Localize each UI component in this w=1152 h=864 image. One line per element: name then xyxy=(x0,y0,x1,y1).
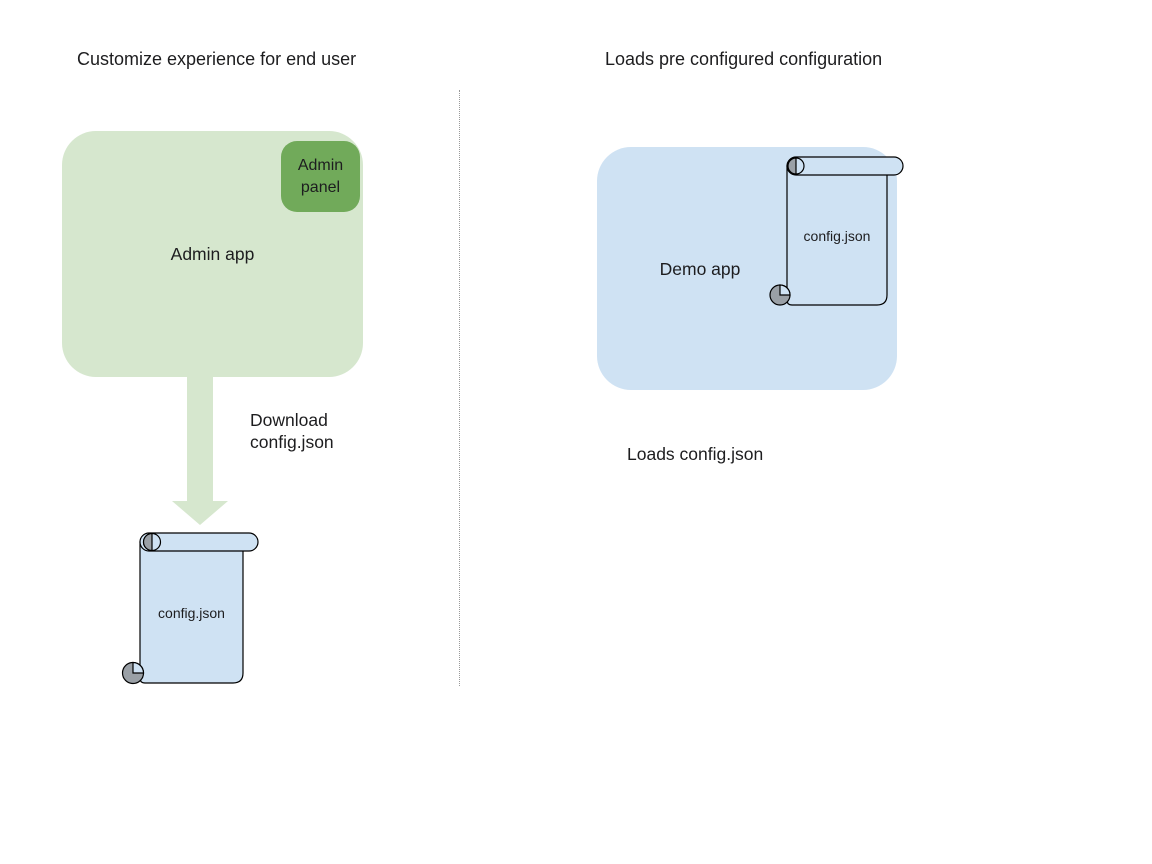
config-json-label-right: config.json xyxy=(803,228,871,244)
config-json-scroll-icon xyxy=(769,156,904,306)
section-divider xyxy=(459,90,460,686)
config-json-scroll-icon xyxy=(121,532,259,685)
config-json-label-left: config.json xyxy=(158,605,225,621)
admin-panel-label: Admin panel xyxy=(297,156,344,196)
right-section-title: Loads pre configured configuration xyxy=(605,49,883,69)
admin-app-label: Admin app xyxy=(170,244,255,264)
admin-panel-box: Admin panel xyxy=(281,141,360,212)
download-arrow-label: Download config.json xyxy=(250,410,334,452)
left-section-title: Customize experience for end user xyxy=(77,49,357,69)
download-arrow-icon xyxy=(172,377,228,525)
loads-config-caption: Loads config.json xyxy=(627,444,764,464)
demo-app-label: Demo app xyxy=(659,259,741,279)
